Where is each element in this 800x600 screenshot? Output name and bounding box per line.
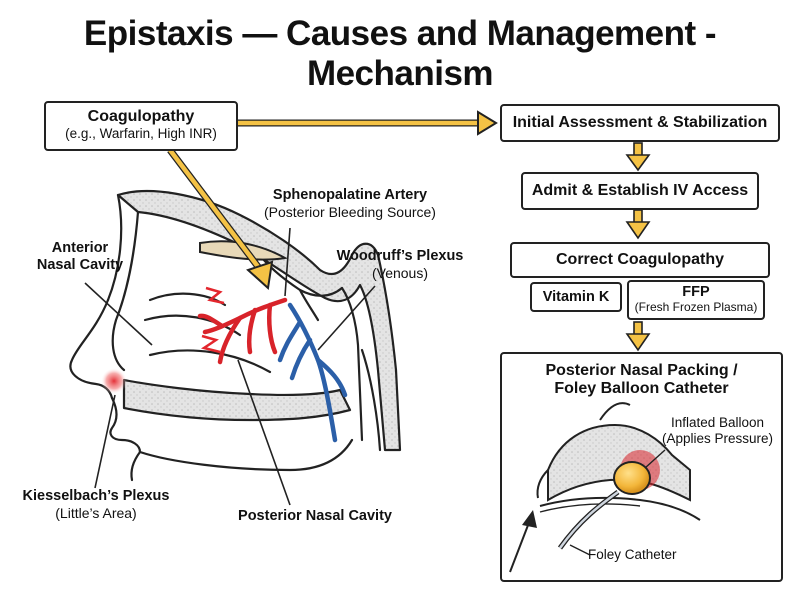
- cause-to-assessment-arrow: [238, 110, 498, 136]
- balloon-catheter-illustration: [509, 402, 701, 573]
- woodruff-subtitle: (Venous): [371, 264, 429, 281]
- anterior-nasal-cavity-text: Anterior Nasal Cavity: [36, 240, 124, 273]
- kiesselbach-bleed-spot: [101, 368, 127, 394]
- vitamin-k-text: Vitamin K: [542, 288, 610, 305]
- vitamin-k-box: Vitamin K: [530, 282, 622, 312]
- posterior-nasal-cavity-label: Posterior Nasal Cavity: [225, 508, 405, 525]
- inflated-balloon: [613, 461, 651, 495]
- sphenopalatine-title: Sphenopalatine Artery: [272, 187, 428, 203]
- down-arrow-2: [625, 209, 651, 240]
- nasal-sagittal-section: [69, 189, 402, 482]
- label-leader-lines: [84, 227, 376, 506]
- posterior-nasal-cavity-text: Posterior Nasal Cavity: [238, 508, 392, 524]
- down-arrow-1: [625, 142, 651, 172]
- ffp-title: FFP: [682, 284, 710, 300]
- initial-assessment-text: Initial Assessment & Stabilization: [512, 113, 768, 131]
- foley-catheter-label: Foley Catheter: [588, 547, 688, 563]
- kiesselbach-label: Kiesselbach’s Plexus (Little’s Area): [16, 488, 176, 521]
- page-title: Epistaxis — Causes and Management - Mech…: [83, 14, 717, 93]
- inflated-balloon-label: Inflated Balloon (Applies Pressure): [655, 415, 780, 446]
- coagulopathy-box: Coagulopathy (e.g., Warfarin, High INR): [44, 101, 238, 151]
- cause-to-artery-arrow: [167, 147, 274, 290]
- posterior-packing-title: Posterior Nasal Packing / Foley Balloon …: [545, 362, 738, 398]
- correct-coagulopathy-box: Correct Coagulopathy: [510, 242, 770, 278]
- ffp-box: FFP (Fresh Frozen Plasma): [627, 280, 765, 320]
- anterior-nasal-cavity-label: Anterior Nasal Cavity: [30, 240, 130, 273]
- initial-assessment-box: Initial Assessment & Stabilization: [500, 104, 780, 142]
- woodruff-venous-plexus: [277, 302, 348, 443]
- kiesselbach-title: Kiesselbach’s Plexus: [22, 488, 170, 504]
- inflated-balloon-subtitle: (Applies Pressure): [661, 430, 774, 446]
- bleeding-burst-icon: [200, 334, 221, 354]
- ffp-subtitle: (Fresh Frozen Plasma): [634, 299, 758, 314]
- flow-arrows: [625, 142, 651, 352]
- down-arrow-3: [625, 321, 651, 352]
- bleeding-burst-icon: [205, 286, 225, 305]
- correct-coagulopathy-text: Correct Coagulopathy: [555, 250, 724, 268]
- admit-iv-text: Admit & Establish IV Access: [531, 181, 749, 199]
- coagulopathy-subtitle: (e.g., Warfarin, High INR): [65, 126, 217, 142]
- sphenopalatine-artery: [197, 297, 288, 365]
- inflated-balloon-title: Inflated Balloon: [670, 415, 765, 430]
- posterior-packing-panel: Posterior Nasal Packing / Foley Balloon …: [500, 352, 783, 582]
- admit-iv-box: Admit & Establish IV Access: [521, 172, 759, 210]
- foley-catheter-text: Foley Catheter: [588, 547, 677, 562]
- sphenopalatine-subtitle: (Posterior Bleeding Source): [264, 203, 436, 220]
- woodruff-label: Woodruff’s Plexus (Venous): [335, 248, 465, 281]
- kiesselbach-subtitle: (Little’s Area): [55, 504, 137, 521]
- woodruff-title: Woodruff’s Plexus: [336, 248, 464, 264]
- coagulopathy-title: Coagulopathy: [87, 108, 195, 125]
- sphenopalatine-label: Sphenopalatine Artery (Posterior Bleedin…: [245, 187, 455, 220]
